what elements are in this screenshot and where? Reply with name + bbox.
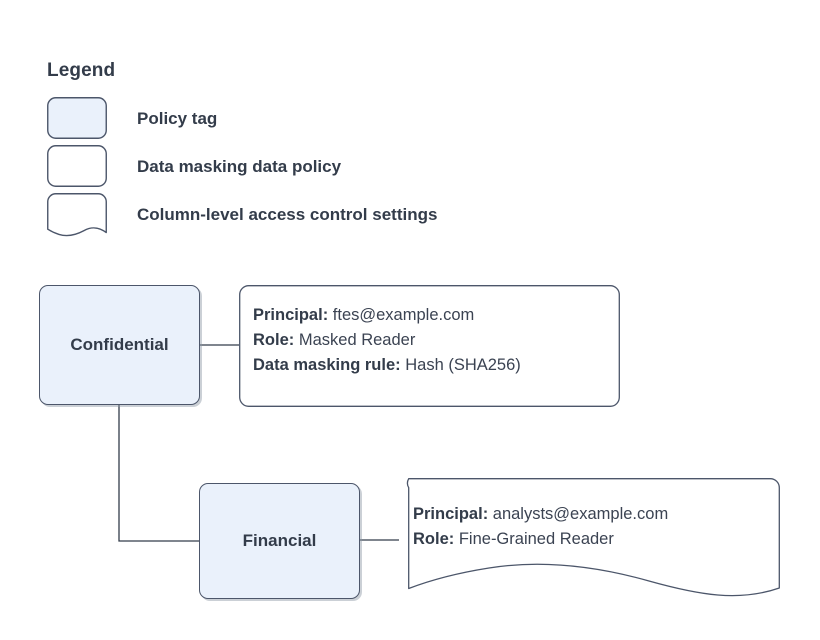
- detail-value: Fine-Grained Reader: [458, 530, 614, 548]
- legend-item-data-masking-policy: Data masking data policy: [47, 145, 341, 187]
- detail-key: Data masking rule:: [253, 356, 401, 374]
- detail-line: Data masking rule: Hash (SHA256): [253, 353, 610, 378]
- detail-box-confidential-policy[interactable]: Principal: ftes@example.com Role: Masked…: [239, 285, 620, 407]
- node-confidential[interactable]: Confidential: [39, 285, 200, 405]
- node-financial[interactable]: Financial: [199, 483, 360, 599]
- node-label: Confidential: [70, 335, 169, 354]
- legend-title: Legend: [47, 60, 116, 81]
- detail-key: Role:: [253, 331, 295, 349]
- connector-confidential-to-financial: [118, 405, 199, 542]
- detail-line: Role: Masked Reader: [253, 328, 610, 353]
- policy-tag-swatch: [47, 97, 107, 139]
- detail-key: Principal:: [413, 505, 489, 523]
- detail-line: Principal: analysts@example.com: [413, 502, 770, 527]
- access-settings-swatch: [47, 193, 107, 237]
- legend-item-column-access-settings: Column-level access control settings: [47, 193, 438, 237]
- detail-value: Hash (SHA256): [405, 356, 521, 374]
- detail-key: Principal:: [253, 306, 329, 324]
- detail-box-text: Principal: analysts@example.com Role: Fi…: [413, 502, 770, 552]
- node-label: Financial: [242, 531, 317, 550]
- detail-line: Principal: ftes@example.com: [253, 303, 610, 328]
- legend-item-label: Policy tag: [137, 108, 218, 128]
- detail-value: ftes@example.com: [332, 306, 475, 324]
- detail-value: analysts@example.com: [492, 505, 669, 523]
- detail-box-outline: [239, 285, 620, 407]
- detail-value: Masked Reader: [298, 331, 416, 349]
- detail-line: Role: Fine-Grained Reader: [413, 527, 770, 552]
- data-policy-swatch: [47, 145, 107, 187]
- detail-box-financial-access[interactable]: Principal: analysts@example.com Role: Fi…: [399, 478, 780, 598]
- legend-item-label: Data masking data policy: [137, 156, 342, 176]
- detail-box-text: Principal: ftes@example.com Role: Masked…: [253, 303, 610, 378]
- legend-item-label: Column-level access control settings: [137, 204, 438, 224]
- detail-box-outline: [399, 478, 780, 598]
- detail-key: Role:: [413, 530, 455, 548]
- legend-item-policy-tag: Policy tag: [47, 97, 217, 139]
